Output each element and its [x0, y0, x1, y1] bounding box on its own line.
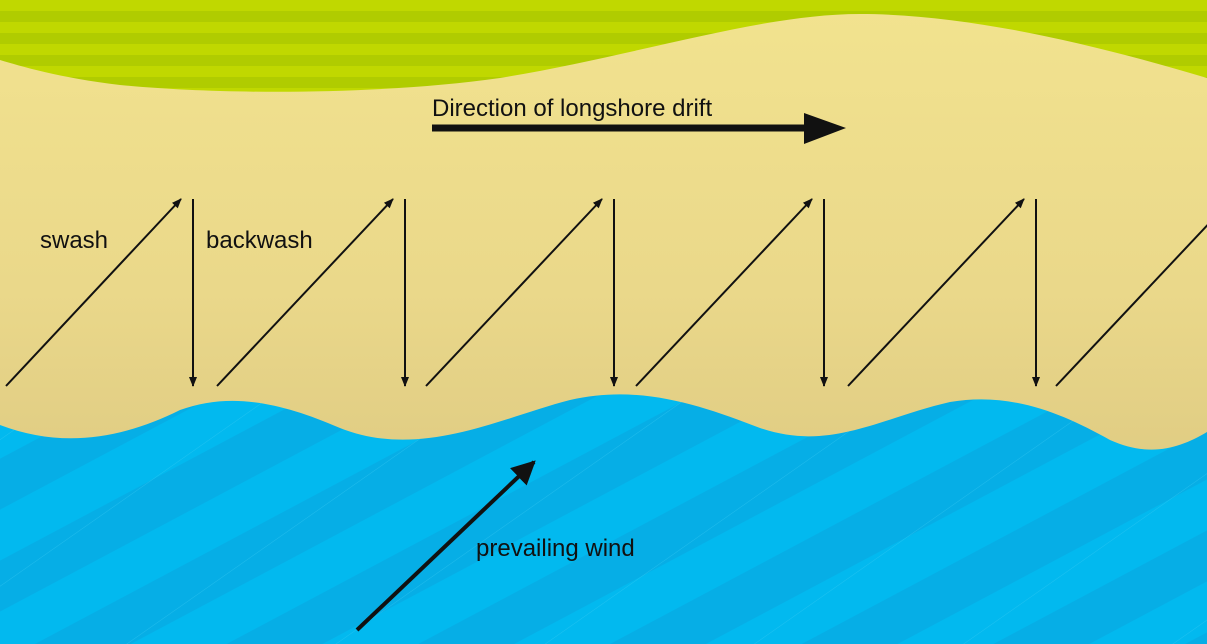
grass-land — [0, 0, 1207, 92]
swash-arrow-1 — [5, 198, 182, 387]
swash-arrow-5 — [847, 198, 1025, 387]
wind-label: prevailing wind — [476, 535, 635, 562]
drift-arrowhead-icon — [804, 113, 846, 144]
swash-arrow-2 — [216, 198, 394, 387]
swash-label: swash — [40, 227, 108, 254]
swash-arrow-6 — [1055, 224, 1207, 387]
backwash-label: backwash — [206, 227, 313, 254]
swash-arrow-3 — [425, 198, 603, 387]
wind-arrow — [355, 460, 536, 632]
sea-grid — [0, 394, 1207, 644]
swash-arrow-4 — [635, 198, 813, 387]
drift-label: Direction of longshore drift — [432, 95, 712, 122]
swash-backwash-arrows — [5, 198, 1207, 387]
